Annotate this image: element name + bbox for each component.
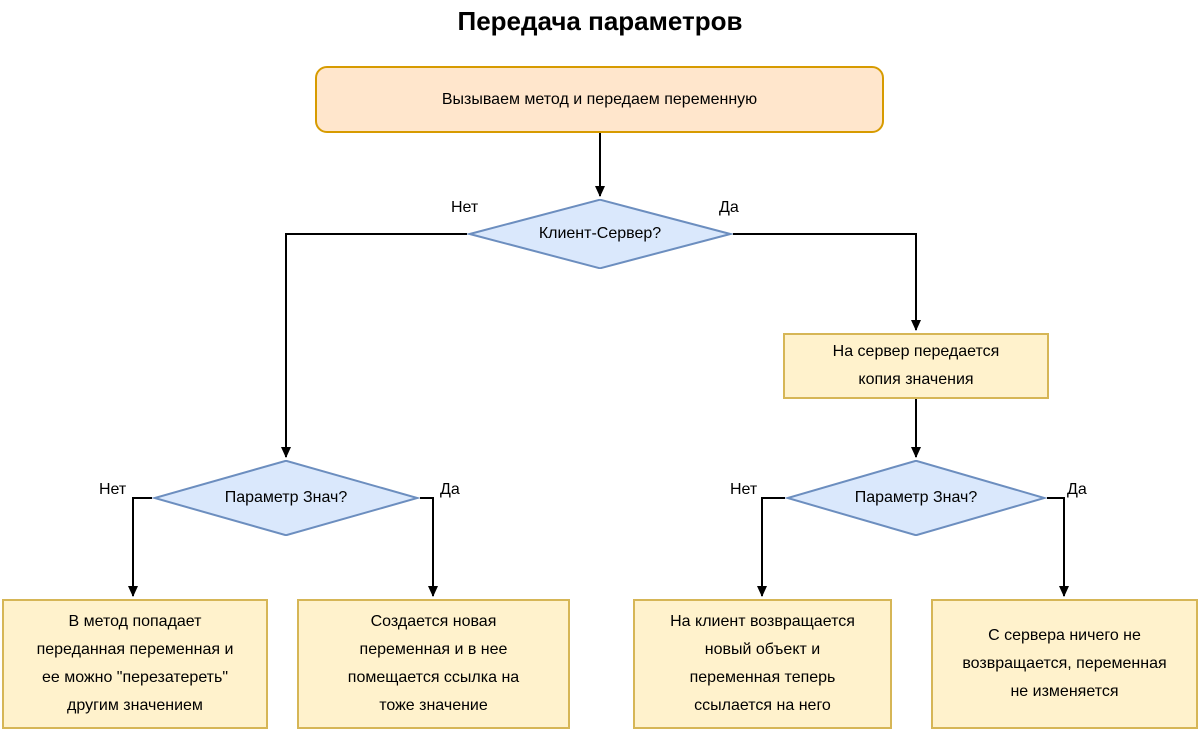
node-result-new-reference-label: Создается новая переменная и в нее помещ… <box>347 613 520 714</box>
edge-label-client-server-no: Нет <box>450 199 480 217</box>
edge-label-param-left-no: Нет <box>98 481 128 499</box>
node-result-nothing-returned: С сервера ничего не возвращается, переме… <box>931 599 1198 729</box>
node-decision-param-value-right-label: Параметр Знач? <box>854 489 978 506</box>
connector-param-left-no <box>128 497 152 597</box>
node-start: Вызываем метод и передаем переменную <box>315 66 884 133</box>
node-copy-to-server: На сервер передается копия значения <box>783 333 1049 399</box>
diamond-shape <box>152 460 420 536</box>
node-result-overwrite-label: В метод попадает переданная переменная и… <box>36 613 234 714</box>
connector-param-right-no <box>757 497 785 597</box>
node-result-new-reference: Создается новая переменная и в нее помещ… <box>297 599 570 729</box>
connector-client-server-no <box>281 233 467 458</box>
node-decision-param-value-left: Параметр Знач? <box>152 460 420 536</box>
connector-param-left-yes <box>420 497 438 597</box>
node-result-new-object: На клиент возвращается новый объект и пе… <box>633 599 892 729</box>
node-result-new-object-label: На клиент возвращается новый объект и пе… <box>670 613 855 714</box>
edge-label-param-left-yes: Да <box>439 481 461 499</box>
node-decision-client-server-label: Клиент-Сервер? <box>538 225 662 242</box>
edge-label-param-right-yes: Да <box>1066 481 1088 499</box>
diamond-shape <box>785 460 1047 536</box>
node-decision-param-value-left-label: Параметр Знач? <box>224 489 348 506</box>
node-decision-param-value-right: Параметр Знач? <box>785 460 1047 536</box>
connector-client-server-yes <box>733 233 921 331</box>
node-decision-client-server: Клиент-Сервер? <box>467 199 733 269</box>
diamond-shape <box>467 199 733 269</box>
edge-label-client-server-yes: Да <box>718 199 740 217</box>
node-result-overwrite: В метод попадает переданная переменная и… <box>2 599 268 729</box>
node-start-label: Вызываем метод и передаем переменную <box>441 90 758 108</box>
diagram-title: Передача параметров <box>457 6 743 36</box>
connector-param-right-yes <box>1047 497 1069 597</box>
node-result-nothing-returned-label: С сервера ничего не возвращается, переме… <box>962 627 1167 700</box>
node-copy-to-server-label: На сервер передается копия значения <box>832 343 1000 388</box>
edge-label-param-right-no: Нет <box>729 481 759 499</box>
